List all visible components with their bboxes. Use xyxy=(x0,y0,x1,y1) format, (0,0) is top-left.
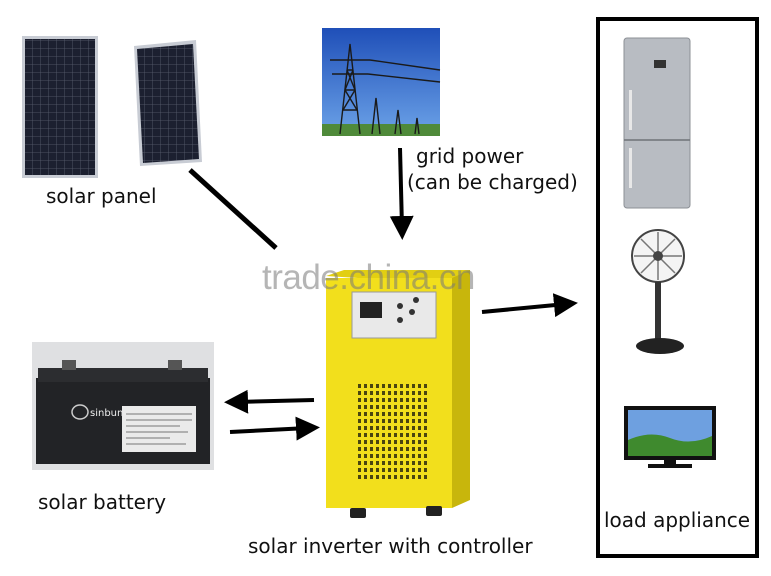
television-icon xyxy=(624,406,716,468)
fan-icon xyxy=(631,229,685,354)
watermark: trade.china.cn xyxy=(262,258,475,297)
inverter-vents xyxy=(358,384,427,479)
battery-brand: sinbun xyxy=(90,408,123,419)
grid-power-sublabel: (can be charged) xyxy=(407,170,578,194)
arrow-inverter-to-load xyxy=(481,293,578,318)
solar-battery-label: solar battery xyxy=(38,490,167,514)
refrigerator-icon xyxy=(623,37,691,209)
arrow-grid-to-inverter xyxy=(389,147,414,240)
arrow-battery-to-inverter xyxy=(229,416,320,441)
load-appliance-label: load appliance xyxy=(604,508,751,532)
load-border xyxy=(596,17,759,558)
transmission-tower-icon xyxy=(330,43,441,135)
arrow-panel-to-inverter xyxy=(188,168,278,250)
arrow-inverter-to-battery xyxy=(224,389,315,414)
solar-panel-left xyxy=(22,36,98,178)
solar-panel-right xyxy=(134,40,202,166)
grid-power-label: grid power xyxy=(416,144,524,168)
solar-panel-label: solar panel xyxy=(46,184,157,208)
inverter-label: solar inverter with controller xyxy=(248,534,533,558)
